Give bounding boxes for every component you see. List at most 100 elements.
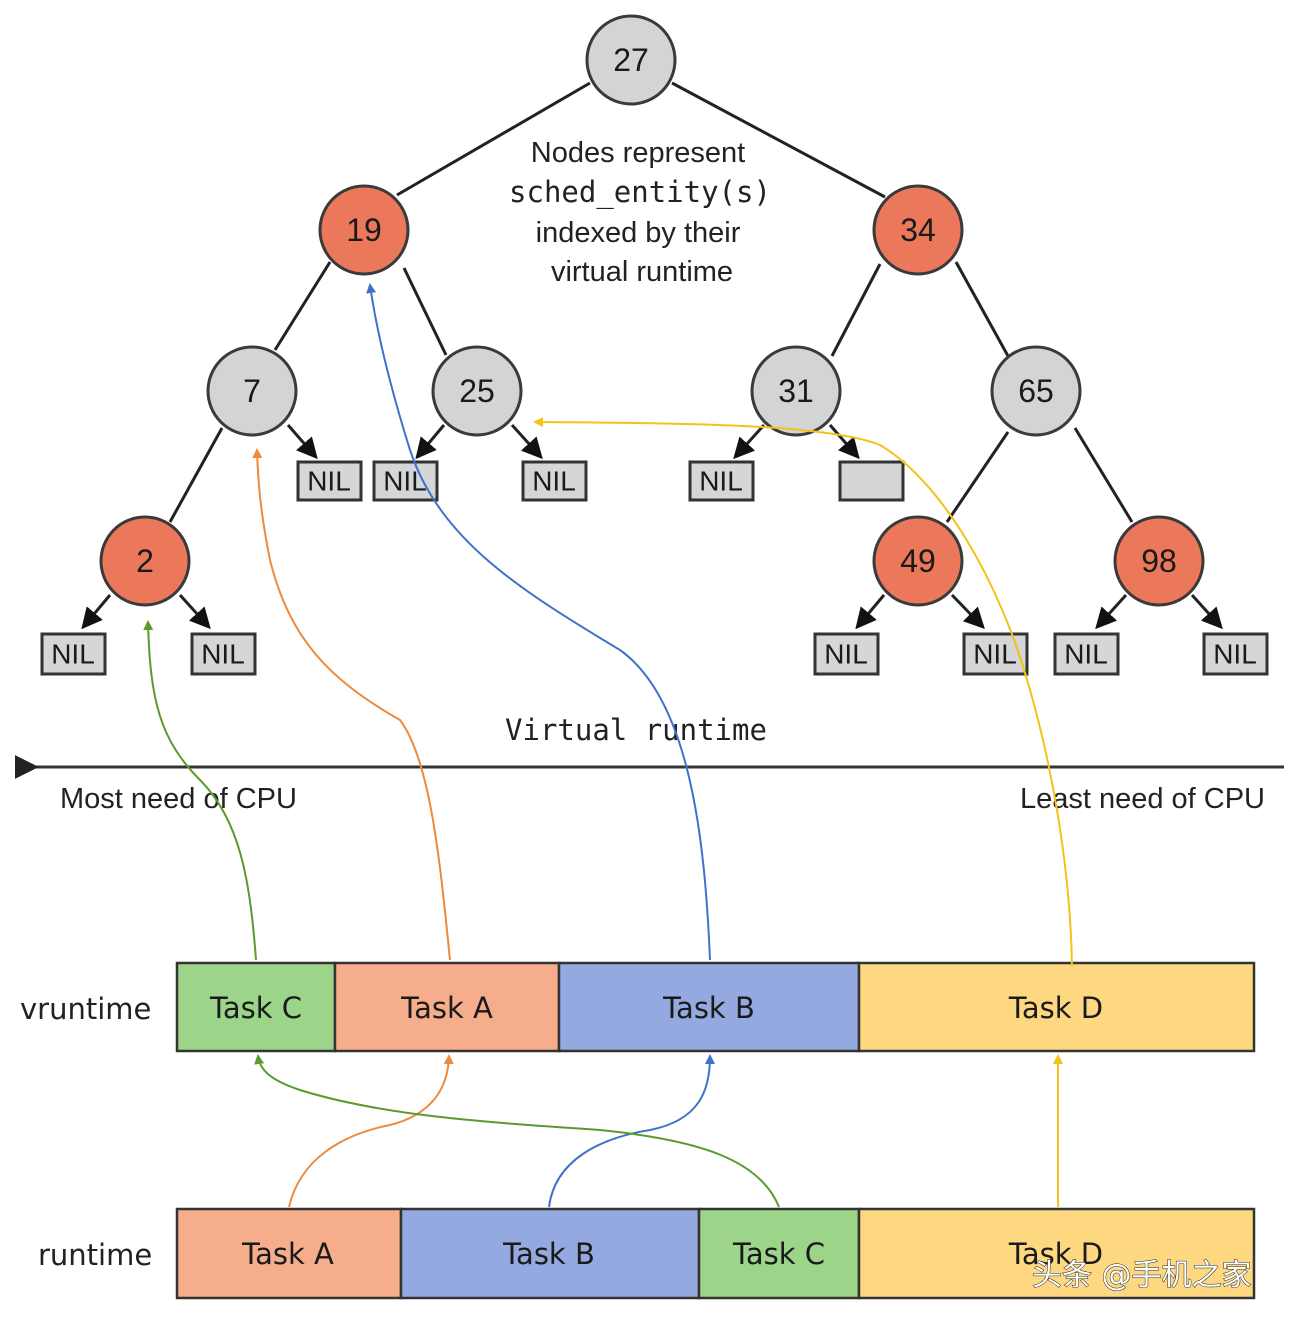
svg-text:Task B: Task B xyxy=(502,1237,595,1271)
edge-34-31 xyxy=(830,263,882,357)
edge-2-nil-left xyxy=(81,594,112,630)
svg-text:NIL: NIL xyxy=(532,466,576,497)
edge-31-nil-right xyxy=(828,424,860,460)
svg-text:65: 65 xyxy=(1018,373,1054,409)
runtime-row: Task A Task B Task C Task D xyxy=(175,1207,1256,1300)
vruntime-row-label: vruntime xyxy=(20,992,151,1026)
axis-right-label: Least need of CPU xyxy=(1020,783,1265,815)
svg-text:Task C: Task C xyxy=(732,1237,825,1271)
caption-line-4: virtual runtime xyxy=(551,256,733,288)
svg-text:34: 34 xyxy=(900,212,936,248)
runtime-task-c: Task C xyxy=(697,1207,861,1300)
nil-leaf: NIL xyxy=(1053,632,1120,676)
svg-text:Task A: Task A xyxy=(241,1237,334,1271)
watermark: 头条 @手机之家 xyxy=(1032,1258,1252,1293)
svg-text:NIL: NIL xyxy=(383,466,427,497)
svg-text:25: 25 xyxy=(459,373,495,409)
axis-title: Virtual runtime xyxy=(505,713,767,747)
flow-task-d-to-node-25 xyxy=(533,417,1073,967)
edge-7-nil xyxy=(286,424,318,460)
nil-leaf: NIL xyxy=(190,632,257,676)
flow-task-b-to-node-19 xyxy=(366,283,711,961)
edge-49-nil-right xyxy=(950,593,985,630)
nil-leaf: NIL xyxy=(962,632,1029,676)
svg-text:31: 31 xyxy=(778,373,814,409)
edge-98-nil-left xyxy=(1095,593,1128,630)
node-2: 2 xyxy=(99,515,191,607)
edge-27-19 xyxy=(396,81,591,197)
edge-65-98 xyxy=(1073,427,1134,523)
runtime-task-d: Task D xyxy=(857,1207,1256,1300)
caption-line-2: sched_entity(s) xyxy=(509,175,771,210)
svg-text:NIL: NIL xyxy=(973,639,1017,670)
svg-text:NIL: NIL xyxy=(1064,639,1108,670)
edge-25-nil-left xyxy=(415,424,446,460)
vruntime-task-b: Task B xyxy=(557,961,861,1053)
edge-25-nil-right xyxy=(510,423,543,460)
svg-text:Task D: Task D xyxy=(1008,991,1103,1025)
axis-left-label: Most need of CPU xyxy=(60,783,297,815)
vruntime-task-d: Task D xyxy=(857,961,1256,1053)
tree-caption: Nodes represent sched_entity(s) indexed … xyxy=(509,137,771,288)
svg-text:NIL: NIL xyxy=(699,466,743,497)
vruntime-task-c: Task C xyxy=(175,961,337,1053)
nil-leaf: NIL xyxy=(521,460,588,502)
svg-text:NIL: NIL xyxy=(824,639,868,670)
nil-leaf: NIL xyxy=(372,460,439,502)
edge-49-nil-left xyxy=(855,594,886,630)
runtime-task-a: Task A xyxy=(175,1207,403,1300)
tree-edges xyxy=(81,81,1223,630)
svg-text:19: 19 xyxy=(346,212,382,248)
svg-text:NIL: NIL xyxy=(307,466,351,497)
node-98: 98 xyxy=(1113,515,1205,607)
flow-task-a-to-node-7 xyxy=(252,448,451,961)
edge-7-2 xyxy=(168,427,224,523)
svg-text:2: 2 xyxy=(136,543,154,579)
virtual-runtime-axis: Virtual runtime Most need of CPU Least n… xyxy=(14,713,1284,815)
empty-leaf xyxy=(838,460,905,502)
svg-text:7: 7 xyxy=(243,373,261,409)
svg-text:Task B: Task B xyxy=(662,991,755,1025)
svg-text:Task D: Task D xyxy=(1008,1237,1103,1271)
flow-task-c-to-node-2 xyxy=(143,620,257,961)
edge-2-nil-right xyxy=(178,593,211,630)
svg-text:NIL: NIL xyxy=(201,639,245,670)
svg-text:49: 49 xyxy=(900,543,936,579)
node-49: 49 xyxy=(872,515,964,607)
edge-19-25 xyxy=(402,267,448,356)
flow-runtime-b-to-vruntime-b xyxy=(548,1054,715,1208)
svg-text:NIL: NIL xyxy=(1213,639,1257,670)
vruntime-task-a: Task A xyxy=(333,961,561,1053)
svg-text:98: 98 xyxy=(1141,543,1177,579)
runtime-row-label: runtime xyxy=(38,1238,152,1272)
flow-runtime-a-to-vruntime-a xyxy=(288,1054,454,1208)
nil-leaf: NIL xyxy=(688,460,755,502)
nil-leaf: NIL xyxy=(1202,632,1269,676)
flow-runtime-c-to-vruntime-c xyxy=(254,1054,780,1208)
caption-line-3: indexed by their xyxy=(536,217,741,249)
edge-19-7 xyxy=(273,261,332,351)
svg-text:Task A: Task A xyxy=(400,991,493,1025)
nil-leaf: NIL xyxy=(40,632,107,676)
svg-text:NIL: NIL xyxy=(51,639,95,670)
edge-31-nil-left xyxy=(733,423,766,460)
nil-leaf: NIL xyxy=(813,632,880,676)
node-34: 34 xyxy=(872,184,964,276)
nil-leaves: NIL NIL NIL NIL NIL NIL NIL NIL NIL NIL xyxy=(40,460,1269,676)
svg-text:27: 27 xyxy=(613,42,649,78)
svg-text:Task C: Task C xyxy=(209,991,302,1025)
node-19: 19 xyxy=(318,184,410,276)
edge-34-65 xyxy=(954,261,1010,357)
runtime-task-b: Task B xyxy=(399,1207,701,1300)
edge-27-34 xyxy=(671,81,886,199)
node-27: 27 xyxy=(585,14,677,106)
edge-65-49 xyxy=(945,431,1010,523)
node-7: 7 xyxy=(206,345,298,437)
node-65: 65 xyxy=(990,345,1082,437)
tree-nodes: 27 19 34 7 25 31 65 2 49 98 xyxy=(99,14,1205,607)
node-25: 25 xyxy=(431,345,523,437)
nil-leaf: NIL xyxy=(296,460,363,502)
edge-98-nil-right xyxy=(1190,593,1223,630)
node-31: 31 xyxy=(750,345,842,437)
